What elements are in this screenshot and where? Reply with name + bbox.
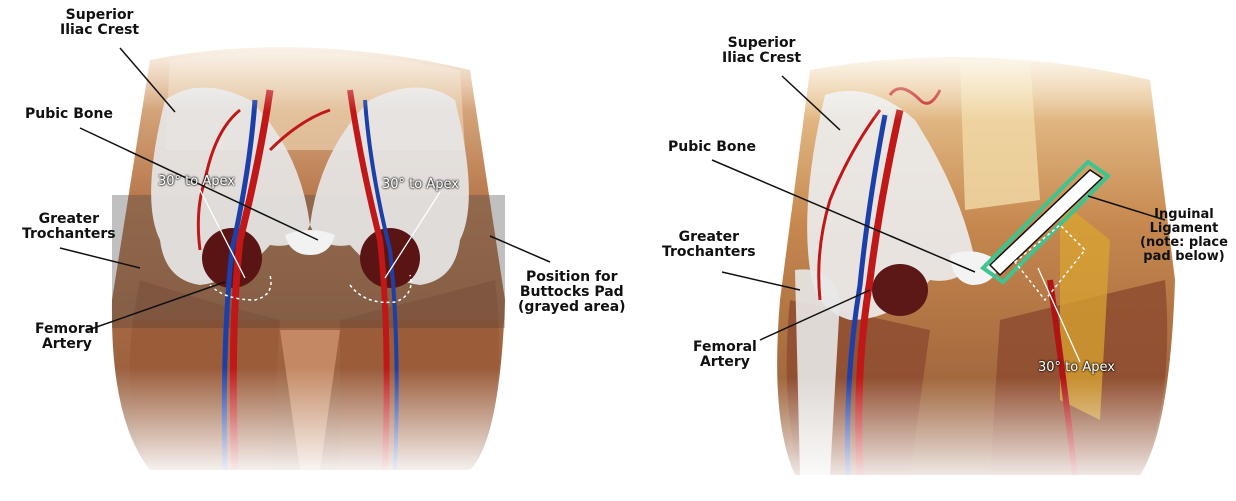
label-apex-left-1: 30° to Apex [158, 174, 235, 189]
right-anatomy-illustration [770, 40, 1190, 490]
label-greater-trochanters-right: Greater Trochanters [662, 230, 756, 260]
label-greater-trochanters-left: Greater Trochanters [22, 212, 116, 242]
label-superior-iliac-crest-left: Superior Iliac Crest [60, 8, 139, 38]
label-superior-iliac-crest-right: Superior Iliac Crest [722, 36, 801, 66]
label-buttocks-pad-position: Position for Buttocks Pad (grayed area) [518, 270, 626, 315]
label-inguinal-ligament: Inguinal Ligament (note: place pad below… [1140, 208, 1228, 264]
label-apex-right: 30° to Apex [1038, 360, 1115, 375]
label-femoral-artery-left: Femoral Artery [35, 322, 99, 352]
label-femoral-artery-right: Femoral Artery [693, 340, 757, 370]
label-pubic-bone-right: Pubic Bone [668, 140, 756, 155]
label-pubic-bone-left: Pubic Bone [25, 107, 113, 122]
label-apex-left-2: 30° to Apex [382, 177, 459, 192]
